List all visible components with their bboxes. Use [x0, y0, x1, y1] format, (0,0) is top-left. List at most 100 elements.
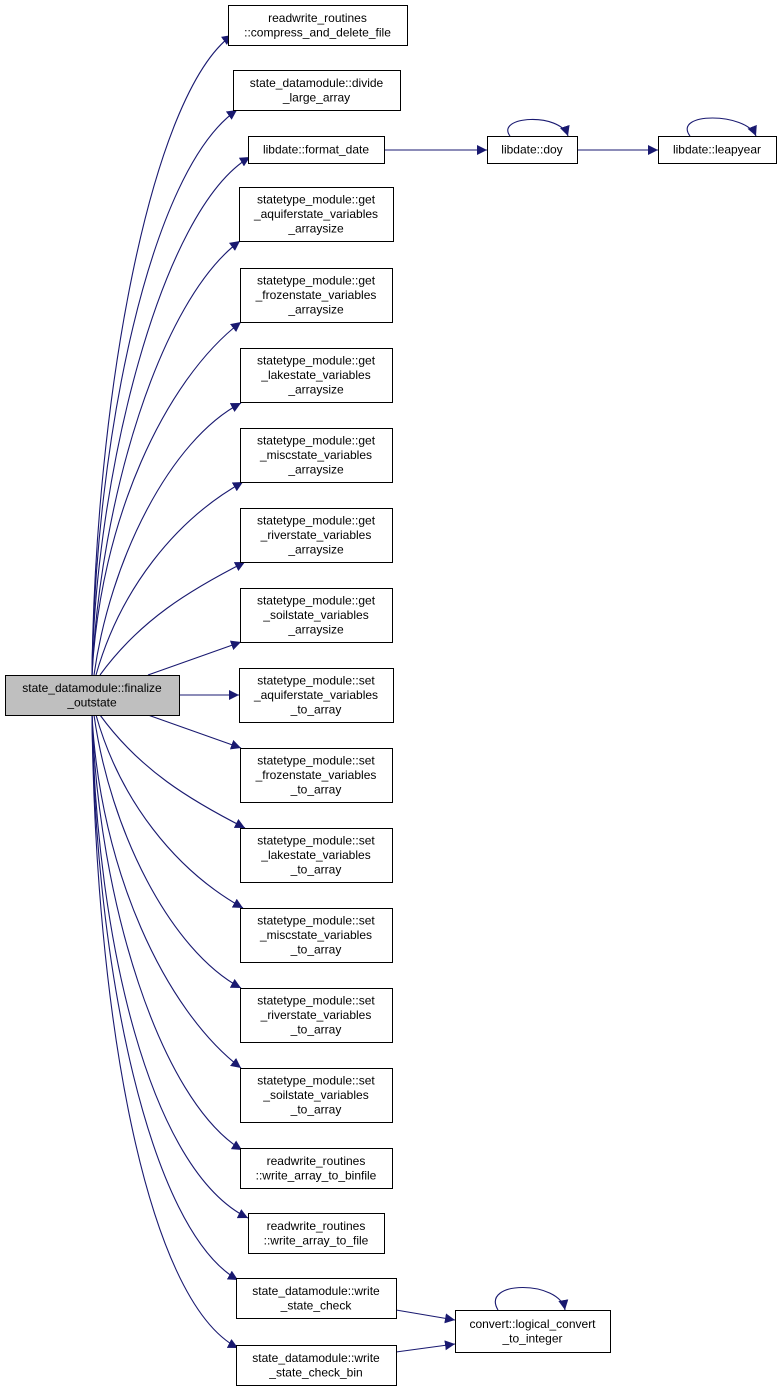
node-label-line: ::compress_and_delete_file: [244, 25, 391, 39]
function-node[interactable]: libdate::leapyear: [658, 136, 777, 164]
root-function-node[interactable]: state_datamodule::finalize_outstate: [5, 675, 180, 716]
node-label-line: readwrite_routines: [267, 1154, 366, 1168]
function-node[interactable]: statetype_module::get_aquiferstate_varia…: [239, 187, 394, 242]
function-node[interactable]: libdate::format_date: [248, 136, 385, 164]
node-label-line: _aquiferstate_variables: [253, 207, 378, 221]
function-node[interactable]: state_datamodule::write_state_check: [236, 1278, 397, 1319]
node-box[interactable]: [240, 1148, 393, 1189]
function-node[interactable]: statetype_module::get_miscstate_variable…: [240, 428, 393, 483]
function-node[interactable]: statetype_module::get_frozenstate_variab…: [240, 268, 393, 323]
node-box[interactable]: [240, 508, 393, 563]
node-label-line: _riverstate_variables: [260, 528, 372, 542]
edge-root-to-n3: [91, 156, 251, 676]
node-box[interactable]: [240, 1068, 393, 1123]
edge-n22-to-n22: [494, 1287, 569, 1311]
node-label-line: _lakestate_variables: [260, 368, 370, 382]
edges: [91, 34, 757, 1353]
node-label-line: _arraysize: [287, 303, 344, 317]
node-box[interactable]: [240, 988, 393, 1043]
edge-root-to-n6: [91, 240, 241, 676]
node-label-line: libdate::doy: [501, 143, 562, 157]
node-label-line: _to_array: [290, 1023, 342, 1037]
function-node[interactable]: statetype_module::set_aquiferstate_varia…: [239, 668, 394, 723]
edge-root-to-n21: [91, 714, 239, 1349]
function-node[interactable]: statetype_module::set_frozenstate_variab…: [240, 748, 393, 803]
function-node[interactable]: statetype_module::get_riverstate_variabl…: [240, 508, 393, 563]
node-label-line: state_datamodule::divide: [250, 76, 384, 90]
function-node[interactable]: readwrite_routines::write_array_to_binfi…: [240, 1148, 393, 1189]
node-label-line: _to_array: [290, 783, 342, 797]
edge-root-to-n1: [91, 34, 233, 676]
node-label-line: _outstate: [66, 695, 117, 709]
node-label-line: _soilstate_variables: [262, 608, 368, 622]
node-box[interactable]: [233, 70, 401, 111]
node-label-line: _state_check_bin: [268, 1365, 362, 1379]
function-node[interactable]: readwrite_routines::compress_and_delete_…: [228, 5, 408, 46]
node-box[interactable]: [240, 348, 393, 403]
node-box[interactable]: [248, 136, 385, 164]
node-box[interactable]: [240, 428, 393, 483]
node-label-line: _arraysize: [287, 623, 344, 637]
edge-n5-to-n5: [686, 117, 757, 137]
function-node[interactable]: state_datamodule::write_state_check_bin: [236, 1345, 397, 1386]
edge-root-to-n7: [91, 321, 242, 676]
node-label-line: libdate::format_date: [263, 143, 369, 157]
node-box[interactable]: [455, 1310, 611, 1353]
node-label-line: _frozenstate_variables: [255, 768, 377, 782]
node-label-line: convert::logical_convert: [469, 1317, 596, 1331]
node-label-line: _state_check: [280, 1298, 353, 1312]
edge-n21-to-n22: [395, 1340, 456, 1353]
function-node[interactable]: state_datamodule::divide_large_array: [233, 70, 401, 111]
function-node[interactable]: statetype_module::get_lakestate_variable…: [240, 348, 393, 403]
node-box[interactable]: [236, 1345, 397, 1386]
edge-root-to-n18: [91, 714, 243, 1151]
node-label-line: _arraysize: [287, 463, 344, 477]
node-label-line: _large_array: [282, 90, 350, 104]
node-box[interactable]: [236, 1278, 397, 1319]
node-label-line: libdate::leapyear: [673, 143, 761, 157]
function-node[interactable]: convert::logical_convert_to_integer: [455, 1310, 611, 1353]
node-label-line: statetype_module::set: [257, 674, 375, 688]
function-node[interactable]: libdate::doy: [487, 136, 578, 164]
node-label-line: _to_array: [290, 863, 342, 877]
node-box[interactable]: [248, 1213, 385, 1254]
function-node[interactable]: statetype_module::set_riverstate_variabl…: [240, 988, 393, 1043]
edge-root-to-n2: [91, 109, 238, 676]
node-box[interactable]: [239, 668, 394, 723]
node-label-line: _miscstate_variables: [259, 448, 372, 462]
function-node[interactable]: readwrite_routines::write_array_to_file: [248, 1213, 385, 1254]
edge-root-to-n19: [91, 714, 249, 1219]
node-box[interactable]: [240, 588, 393, 643]
function-node[interactable]: statetype_module::get_soilstate_variable…: [240, 588, 393, 643]
edge-root-to-n16: [93, 714, 242, 989]
node-label-line: ::write_array_to_binfile: [256, 1168, 377, 1182]
node-box[interactable]: [240, 908, 393, 963]
node-box[interactable]: [228, 5, 408, 46]
function-node[interactable]: statetype_module::set_lakestate_variable…: [240, 828, 393, 883]
function-node[interactable]: statetype_module::set_miscstate_variable…: [240, 908, 393, 963]
node-box[interactable]: [239, 187, 394, 242]
edge-n20-to-n22: [395, 1309, 456, 1324]
node-label-line: statetype_module::get: [257, 434, 376, 448]
node-label-line: _frozenstate_variables: [255, 288, 377, 302]
node-box[interactable]: [240, 828, 393, 883]
node-box[interactable]: [240, 268, 393, 323]
node-box[interactable]: [487, 136, 578, 164]
node-label-line: ::write_array_to_file: [264, 1233, 369, 1247]
node-label-line: _riverstate_variables: [260, 1008, 372, 1022]
node-label-line: readwrite_routines: [268, 11, 367, 25]
function-node[interactable]: statetype_module::set_soilstate_variable…: [240, 1068, 393, 1123]
node-box[interactable]: [240, 748, 393, 803]
node-label-line: statetype_module::set: [257, 914, 375, 928]
node-label-line: statetype_module::get: [257, 274, 376, 288]
node-box[interactable]: [658, 136, 777, 164]
node-label-line: _soilstate_variables: [262, 1088, 368, 1102]
edge-root-to-n13: [147, 714, 242, 750]
node-box[interactable]: [5, 675, 180, 716]
node-label-line: _to_array: [290, 703, 342, 717]
node-label-line: statetype_module::set: [257, 834, 375, 848]
node-label-line: _arraysize: [287, 543, 344, 557]
edge-root-to-n15: [95, 714, 244, 909]
node-label-line: statetype_module::set: [257, 1074, 375, 1088]
node-label-line: statetype_module::get: [257, 594, 376, 608]
